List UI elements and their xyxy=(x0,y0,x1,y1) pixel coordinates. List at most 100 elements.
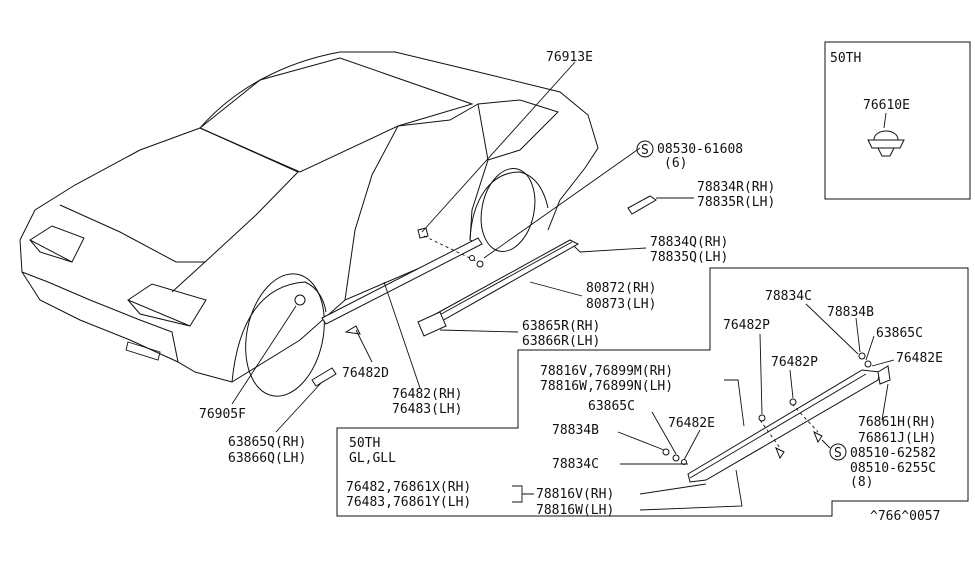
car-rocker-line xyxy=(231,241,481,383)
screw-symbol-08530: S xyxy=(636,140,654,158)
part-labels: 76913E 08530-61608 (6) 78834R(RH) 78835R… xyxy=(199,50,943,524)
part-76610E-base xyxy=(867,139,905,149)
label-63865C-top: 63865C xyxy=(876,326,923,341)
leader-63865C-top xyxy=(865,335,875,361)
car-door-outline xyxy=(344,103,479,301)
car-quarter-window xyxy=(477,99,559,161)
section-clip-f xyxy=(672,454,680,462)
label-76482E-mid: 76482E xyxy=(668,416,715,431)
label-76905F: 76905F xyxy=(199,407,246,422)
leader-76482P-a xyxy=(759,333,763,415)
screw-circle-icon xyxy=(829,443,847,461)
car-rear-wheel xyxy=(480,168,536,252)
leader-76482E-mid xyxy=(683,429,701,461)
leader-08510 xyxy=(821,439,831,449)
label-78834C-top: 78834C xyxy=(765,289,812,304)
label-78816W-76899N: 78816W,76899N(LH) xyxy=(540,379,673,394)
label-76861H: 76861H(RH) xyxy=(858,415,936,430)
leader-78816V-76899M xyxy=(724,379,745,427)
car-front-bumper xyxy=(19,239,233,383)
label-76483-76861Y: 76483,76861Y(LH) xyxy=(346,495,471,510)
leader-lines xyxy=(231,61,895,511)
car-roof-outline xyxy=(199,51,599,169)
label-78816W-LH: 78816W(LH) xyxy=(536,503,614,518)
leader-78834B-top xyxy=(855,317,861,353)
section-title: 50TH xyxy=(349,436,380,451)
sill-molding-on-car xyxy=(294,227,484,335)
label-78834B-top: 78834B xyxy=(827,305,874,320)
label-08530-61608: 08530-61608 xyxy=(657,142,743,157)
label-08510-qty: (8) xyxy=(850,475,873,490)
label-78834Q: 78834Q(RH) xyxy=(650,235,728,250)
leader-76482P-b xyxy=(789,369,794,399)
label-78834B-mid: 78834B xyxy=(552,423,599,438)
leader-78816V-RH xyxy=(639,483,707,495)
leader-08530 xyxy=(483,147,641,259)
label-76610E: 76610E xyxy=(863,98,910,113)
inset-50th-box: 50TH 76610E xyxy=(824,41,971,200)
diagram-code: ^766^0057 xyxy=(870,509,940,524)
leader-76482RH xyxy=(383,281,421,389)
section-clip-c xyxy=(858,352,866,360)
car-windshield xyxy=(199,57,474,173)
car-hood-outline xyxy=(19,127,299,293)
label-76482RH: 76482(RH) xyxy=(392,387,462,402)
section-molding-edge xyxy=(689,373,867,479)
section-screw-a xyxy=(775,446,785,460)
clip-76905F xyxy=(294,294,306,306)
label-78835Q: 78835Q(LH) xyxy=(650,250,728,265)
label-08510-6255C: 08510-6255C xyxy=(850,461,936,476)
label-76913E: 76913E xyxy=(546,50,593,65)
section-clip-a xyxy=(758,414,766,422)
leader-78834Q xyxy=(573,245,647,253)
label-76861J: 76861J(LH) xyxy=(858,431,936,446)
label-76482D: 76482D xyxy=(342,366,389,381)
leader-76610E xyxy=(883,112,887,129)
section-sill-molding xyxy=(662,352,891,483)
section-clip-e xyxy=(662,448,670,456)
section-subtitle: GL,GLL xyxy=(349,451,396,466)
section-clip-b xyxy=(789,398,797,406)
section-screw-b xyxy=(813,430,823,444)
label-63866R: 63866R(LH) xyxy=(522,334,600,349)
label-63865Q: 63865Q(RH) xyxy=(228,435,306,450)
leader-63865C-mid xyxy=(651,411,677,455)
part-76610E-grommet xyxy=(873,130,899,141)
car-front-wheel-arch xyxy=(231,281,327,383)
part-63865Q xyxy=(311,367,337,387)
screw-symbol-08510: S xyxy=(829,443,847,461)
label-80873: 80873(LH) xyxy=(586,297,656,312)
label-76482E-top: 76482E xyxy=(896,351,943,366)
part-78834R xyxy=(627,195,657,215)
clip-dashed-guide xyxy=(423,235,479,263)
label-78816V-76899M: 78816V,76899M(RH) xyxy=(540,364,673,379)
leader-76913E xyxy=(421,61,576,233)
leader-63865Q xyxy=(275,381,323,433)
screw-circle-icon xyxy=(636,140,654,158)
part-76610E-stem xyxy=(877,147,895,157)
part-78834Q-molding-edge xyxy=(433,241,573,319)
clip-rear-upper xyxy=(417,227,429,239)
label-76483LH: 76483(LH) xyxy=(392,402,462,417)
section-molding-strip xyxy=(687,369,881,483)
label-78816V-RH: 78816V(RH) xyxy=(536,487,614,502)
car-front-lamp xyxy=(125,341,161,361)
leader-76905F xyxy=(231,305,297,405)
label-63865C-mid: 63865C xyxy=(588,399,635,414)
leader-bracket-76482-76861X xyxy=(512,485,534,503)
part-63865R xyxy=(417,311,447,337)
leader-78834C-top xyxy=(805,303,859,355)
leader-80872 xyxy=(529,281,583,297)
section-clip-d xyxy=(864,360,872,368)
label-63866Q: 63866Q(LH) xyxy=(228,451,306,466)
screw-mark-08510: S xyxy=(834,446,842,461)
inset-frame xyxy=(824,41,971,200)
label-78834C-mid: 78834C xyxy=(552,457,599,472)
label-08510-62582: 08510-62582 xyxy=(850,446,936,461)
leader-76482E-top xyxy=(871,359,895,367)
inset-title: 50TH xyxy=(830,51,861,66)
car-headlamp-left xyxy=(29,225,85,263)
label-78835R: 78835R(LH) xyxy=(697,195,775,210)
clip-rear-lower xyxy=(476,260,484,268)
